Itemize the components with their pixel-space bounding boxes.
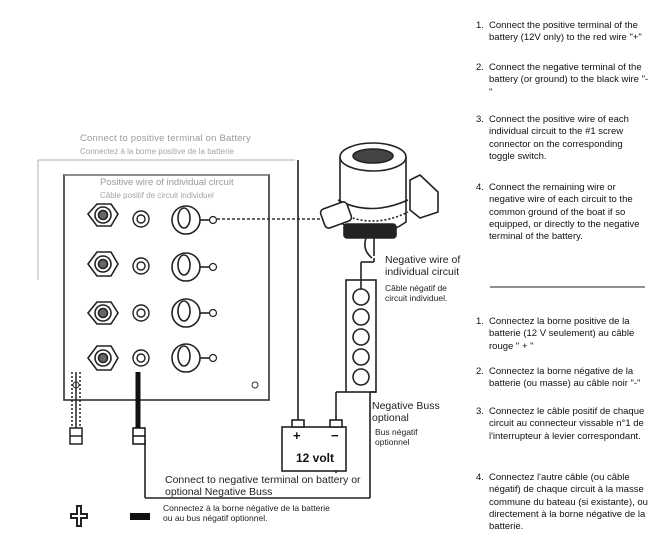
- negative-wire-label: Negative wire of individual circuit: [385, 254, 461, 279]
- negative-buss-label: Negative Buss optional: [372, 400, 440, 425]
- indicator-light-4: [132, 349, 150, 367]
- fuse-holder-1: [86, 203, 119, 227]
- positive-legend-swatch: [70, 505, 88, 527]
- instruction-fr-1: 1.Connectez la borne positive de la batt…: [476, 316, 635, 352]
- connect-negative-label: Connect to negative terminal on battery …: [165, 474, 361, 499]
- indicator-light-2: [132, 257, 150, 275]
- connect-positive-label-fr: Connectez à la borne positive de la batt…: [80, 147, 234, 156]
- bilge-pump: [319, 142, 439, 259]
- indicator-light-3: [132, 304, 150, 322]
- instruction-en-4: 4.Connect the remaining wire or negative…: [476, 182, 640, 243]
- negative-buss: [345, 279, 377, 393]
- negative-legend-swatch: [130, 513, 150, 520]
- positive-lead-cable: [69, 372, 83, 445]
- fuse-holder-2: [87, 251, 119, 277]
- negative-lead-cable: [132, 372, 146, 445]
- indicator-light-1: [132, 210, 150, 228]
- instruction-fr-4: 4.Connectez l'autre câble (ou câble néga…: [476, 472, 648, 533]
- toggle-switch-3: [171, 298, 212, 328]
- wiring: [144, 160, 376, 499]
- battery-voltage-label: 12 volt: [296, 451, 335, 465]
- toggle-switch-1: [171, 205, 212, 235]
- negative-wire-label-fr: Câble négatif de circuit individuel.: [385, 283, 448, 303]
- connect-positive-label: Connect to positive terminal on Battery: [80, 133, 251, 144]
- instruction-en-1: 1.Connect the positive terminal of the b…: [476, 20, 642, 44]
- instruction-fr-2: 2.Connectez la borne négative de la batt…: [476, 366, 641, 390]
- positive-wire-label: Positive wire of individual circuit: [100, 177, 234, 188]
- instruction-en-3: 3.Connect the positive wire of each indi…: [476, 114, 629, 163]
- battery-minus-sign: −: [331, 428, 339, 443]
- switch-screw-terminals: [208, 215, 218, 363]
- positive-wire-label-fr: Câble positif de circuit individuel: [100, 191, 214, 200]
- negative-buss-label-fr: Bus négatif optionnel: [375, 427, 418, 447]
- fuse-holder-4: [87, 345, 119, 371]
- instruction-fr-3: 3.Connectez le câble positif de chaque c…: [476, 406, 645, 442]
- connect-negative-label-fr: Connectez à la borne négative de la batt…: [163, 503, 330, 523]
- battery: [281, 419, 347, 472]
- fuse-holder-3: [86, 301, 119, 325]
- battery-plus-sign: +: [293, 428, 301, 443]
- toggle-switch-4: [171, 343, 212, 373]
- instruction-en-2: 2.Connect the negative terminal of the b…: [476, 62, 649, 98]
